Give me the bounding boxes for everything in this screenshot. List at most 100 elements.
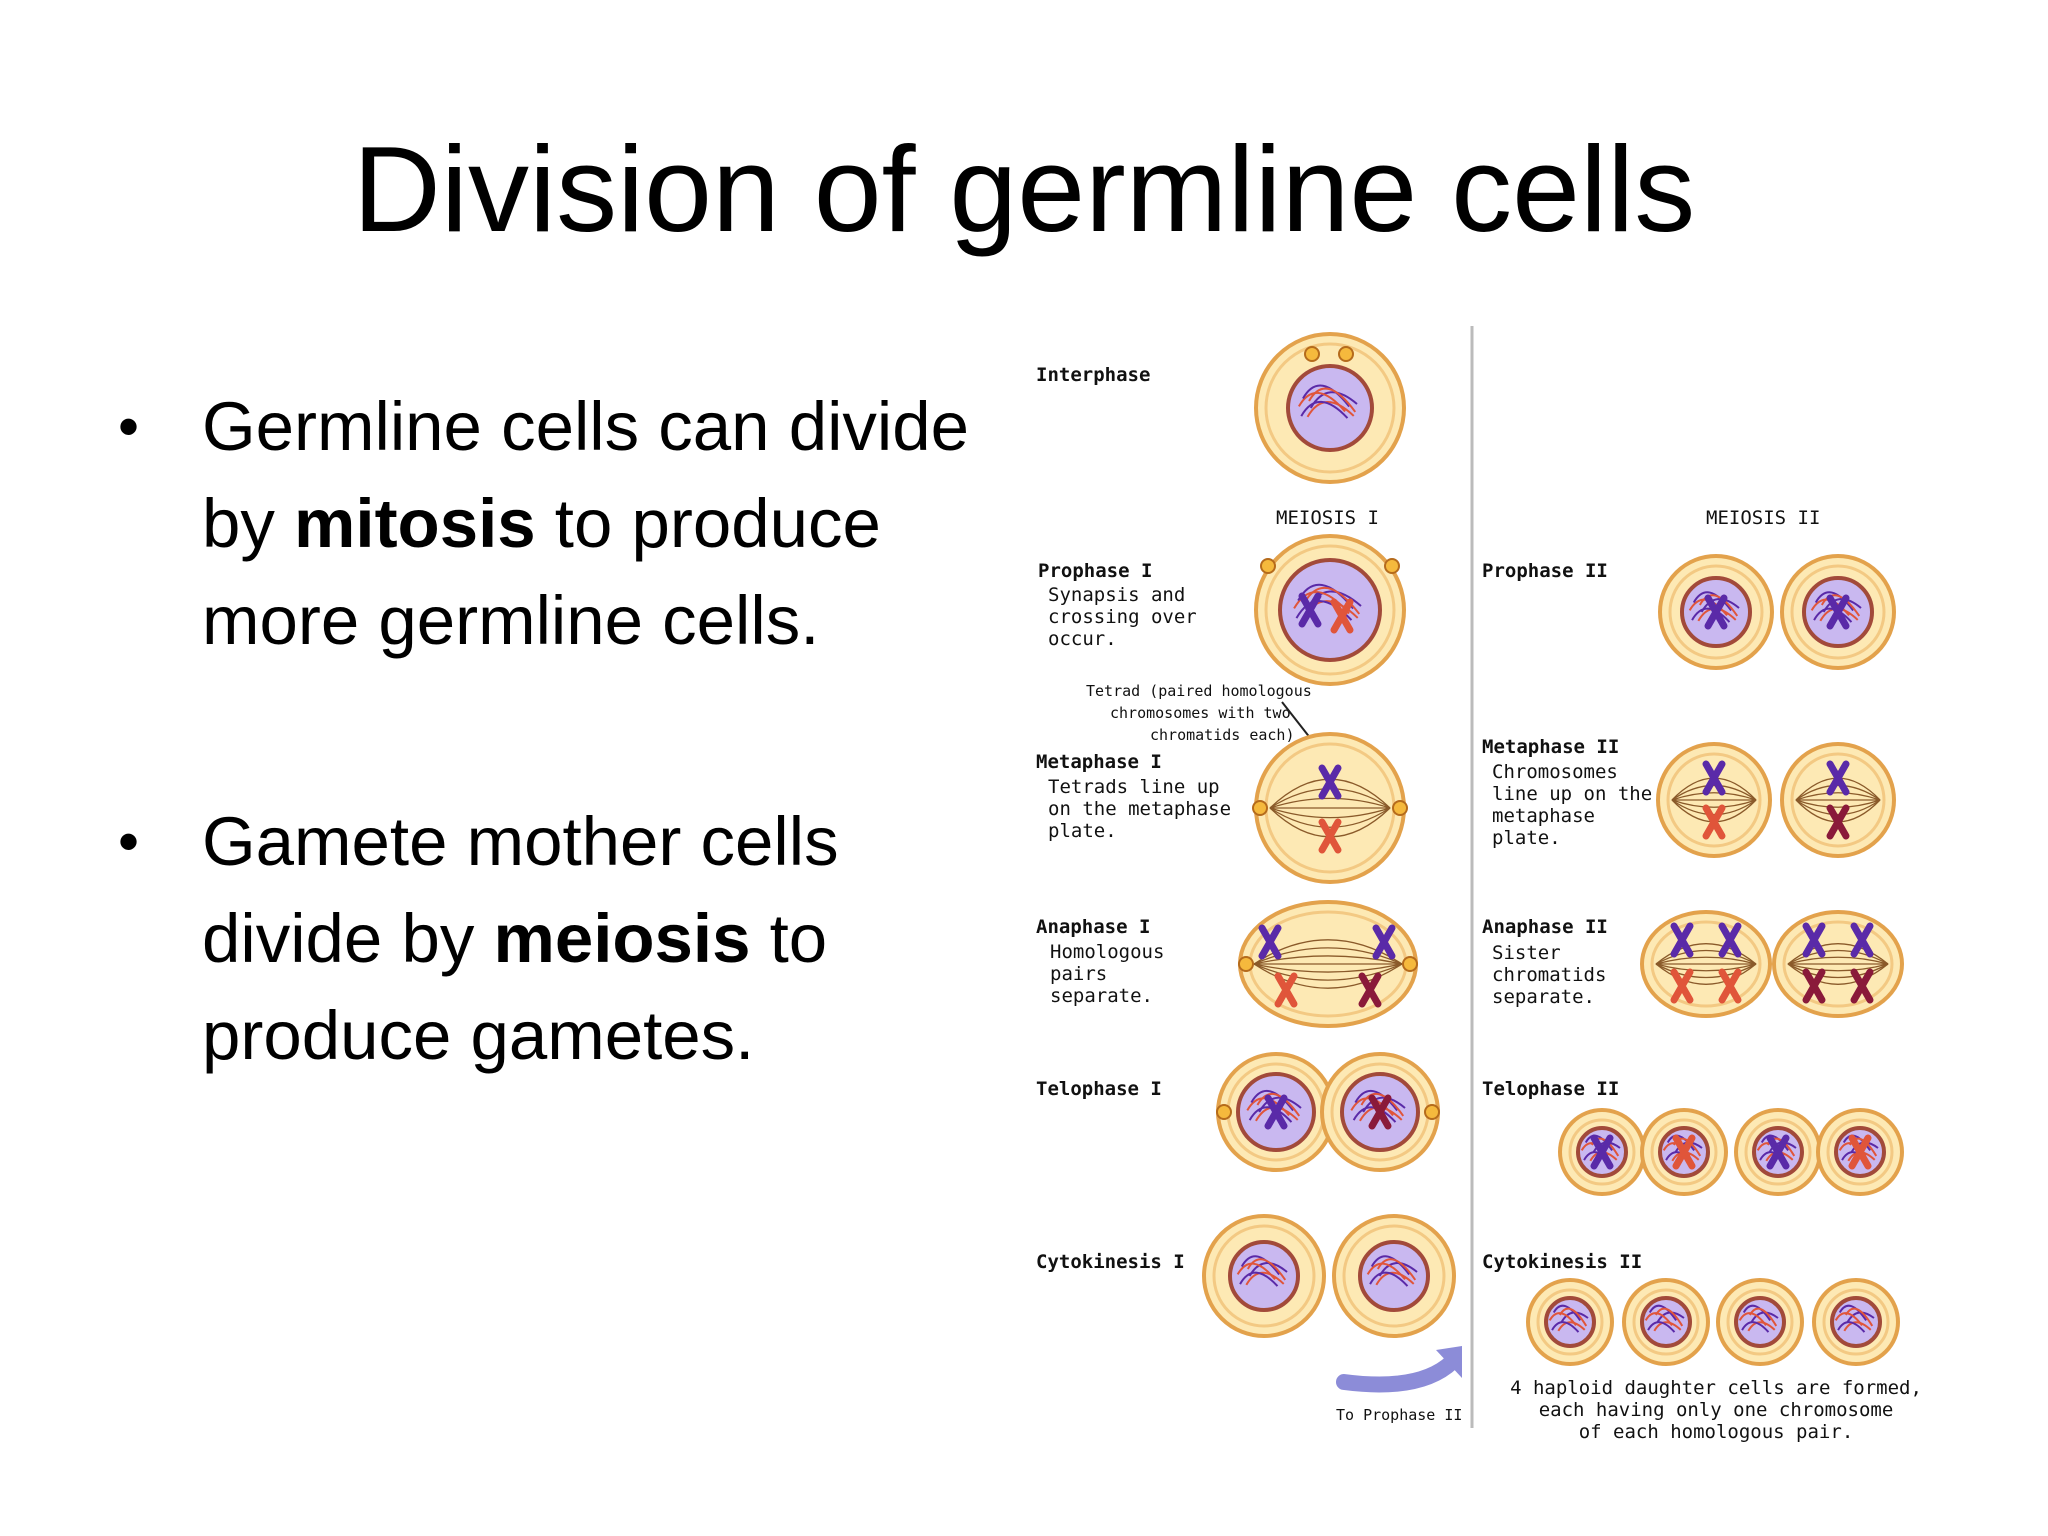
bullet-list: • Germline cells can divide by mitosis t… [118, 378, 978, 1084]
chromatin [1250, 1090, 1294, 1112]
centrosome [1216, 1104, 1232, 1120]
centrosome [1338, 346, 1354, 362]
chromosome [1358, 972, 1382, 1008]
chromatin [1376, 1258, 1417, 1281]
bullet-keyword-meiosis: meiosis [493, 900, 751, 977]
chromatin [1303, 586, 1361, 615]
chromatin [1360, 1092, 1405, 1117]
chromatin [1837, 1321, 1866, 1333]
tetrad-note: chromatids each) [1150, 726, 1295, 744]
chromatin [1653, 1321, 1682, 1332]
chromatin [1352, 1106, 1397, 1123]
label-metaphase-i: Metaphase I [1036, 751, 1162, 773]
desc-prophase-i: occur. [1048, 628, 1117, 650]
chromatin [1369, 1271, 1409, 1287]
desc-anaphase-i: separate. [1050, 985, 1153, 1007]
bullet-text-post: to produce gametes. [202, 900, 828, 1074]
heading-meiosis-ii: MEIOSIS II [1706, 507, 1820, 529]
bullet-dot-icon: • [118, 808, 140, 875]
heading-meiosis-i: MEIOSIS I [1276, 507, 1379, 529]
chromosome [1704, 594, 1728, 630]
chromosome [1848, 1134, 1872, 1170]
spindle-fiber [1269, 807, 1391, 828]
desc-metaphase-ii: metaphase [1492, 805, 1595, 827]
bullet-text-post: to produce more germline cells. [202, 485, 881, 659]
chromosome [1318, 764, 1342, 800]
tetrad-note: chromosomes with two [1110, 704, 1291, 722]
spindle-fiber [1787, 956, 1889, 965]
label-to-prophase-ii: To Prophase II [1336, 1406, 1462, 1424]
desc-metaphase-i: Tetrads line up [1048, 776, 1220, 798]
chromosome [1590, 1134, 1614, 1170]
chromosome [1274, 972, 1298, 1008]
cell-inner-ring [1632, 1288, 1700, 1356]
cell-inner-ring [1790, 564, 1886, 660]
chromatin [1666, 1134, 1695, 1152]
chromatin [1370, 1255, 1410, 1276]
spindle-fiber [1795, 792, 1881, 801]
label-interphase: Interphase [1036, 364, 1150, 386]
spindle-fiber [1655, 963, 1757, 985]
chromatin [1375, 1271, 1415, 1286]
chromatin [1558, 1307, 1588, 1327]
chromosome [1298, 592, 1322, 628]
desc-anaphase-i: Homologous [1050, 941, 1164, 963]
bullet-text-pre: Gamete mother cells divide by [202, 803, 839, 977]
chromosome [1850, 968, 1874, 1004]
spindle-fiber [1253, 963, 1403, 989]
chromosome [1372, 924, 1396, 960]
spindle-fiber [1671, 799, 1757, 808]
cell-inner-ring [1212, 1224, 1316, 1328]
chromatin [1748, 1307, 1778, 1327]
chromatin [1308, 387, 1357, 413]
cell-inner-ring [1822, 1288, 1890, 1356]
chromatin [1842, 1134, 1871, 1152]
label-telophase-ii: Telophase II [1482, 1078, 1619, 1100]
spindle-fiber [1787, 963, 1889, 985]
chromatin [1354, 1090, 1398, 1112]
label-prophase-i: Prophase I [1038, 560, 1152, 582]
chromosome [1672, 1134, 1696, 1170]
cell-inner-ring [1826, 1118, 1894, 1186]
centrosome [1384, 558, 1400, 574]
chromatin [1236, 1262, 1276, 1281]
chromatin [1293, 591, 1350, 615]
spindle-fiber [1671, 799, 1757, 816]
chromatin [1552, 1304, 1581, 1322]
spindle-fiber [1269, 807, 1391, 819]
desc-prophase-i: Synapsis and [1048, 584, 1185, 606]
cell-inner-ring [1650, 1118, 1718, 1186]
label-cytokinesis-ii: Cytokinesis II [1482, 1251, 1642, 1273]
spindle-fiber [1253, 955, 1403, 965]
chromatin [1814, 591, 1854, 612]
chromatin [1248, 1106, 1293, 1123]
spindle-fiber [1655, 943, 1757, 965]
desc-anaphase-ii: Sister [1492, 942, 1561, 964]
chromosome [1702, 760, 1726, 796]
desc-metaphase-i: on the metaphase [1048, 798, 1231, 820]
chromosome [1670, 968, 1694, 1004]
desc-metaphase-ii: plate. [1492, 827, 1561, 849]
chromatin [1239, 1271, 1279, 1287]
chromatin [1298, 391, 1346, 413]
cell-inner-ring [1342, 1224, 1446, 1328]
centrosome [1304, 346, 1320, 362]
label-anaphase-ii: Anaphase II [1482, 916, 1608, 938]
label-cytokinesis-i: Cytokinesis I [1036, 1251, 1185, 1273]
label-anaphase-i: Anaphase I [1036, 916, 1150, 938]
cell-inner-ring [1744, 1118, 1812, 1186]
chromatin [1844, 1307, 1874, 1327]
centrosome [1392, 800, 1408, 816]
desc-anaphase-ii: chromatids [1492, 964, 1606, 986]
chromatin [1551, 1321, 1580, 1333]
bullet-keyword-mitosis: mitosis [294, 485, 536, 562]
cell-illustrations [1202, 332, 1904, 1366]
bullet-mitosis: • Germline cells can divide by mitosis t… [118, 378, 978, 669]
chromatin [1557, 1321, 1586, 1332]
spindle-fiber [1655, 963, 1757, 979]
chromatin [1246, 1258, 1287, 1281]
centrosome [1260, 558, 1276, 574]
chromatin [1584, 1134, 1613, 1152]
cell-inner-ring [1536, 1288, 1604, 1356]
